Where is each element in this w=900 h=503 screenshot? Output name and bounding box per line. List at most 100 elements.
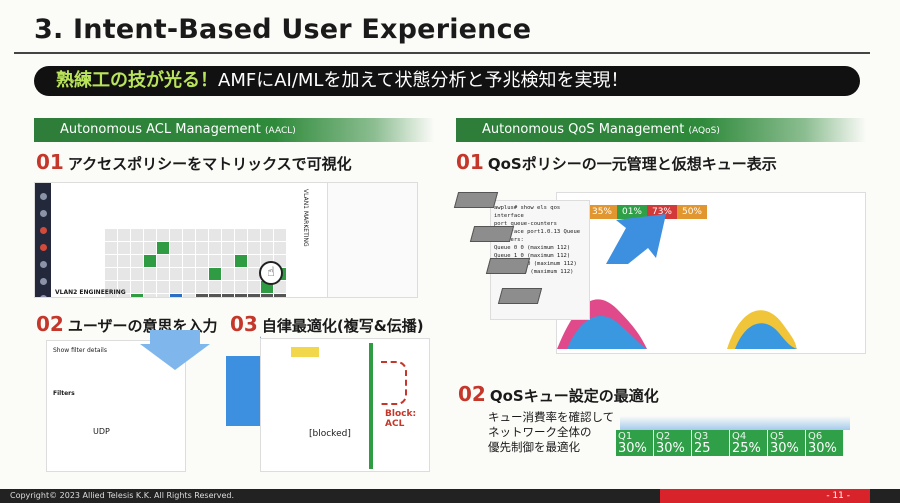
matrix-cell[interactable] [196,268,208,280]
matrix-cell[interactable] [248,242,260,254]
matrix-cell[interactable] [248,268,260,280]
matrix-cell[interactable] [183,281,195,293]
queue-label: Q4 [732,431,747,442]
matrix-cell[interactable] [183,242,195,254]
queue-label: Q6 [808,431,823,442]
matrix-cell[interactable] [105,242,117,254]
matrix-cell[interactable] [235,281,247,293]
matrix-cell[interactable] [196,294,208,297]
matrix-cell[interactable] [222,281,234,293]
matrix-cell[interactable] [209,229,221,241]
matrix-cell[interactable] [157,294,169,297]
matrix-cell[interactable] [131,268,143,280]
matrix-cell[interactable] [235,268,247,280]
matrix-cell[interactable] [170,242,182,254]
queue-label: Q1 [618,431,633,442]
matrix-cell[interactable] [170,294,182,297]
matrix-cell[interactable] [261,229,273,241]
matrix-cell[interactable] [157,242,169,254]
matrix-cell[interactable] [131,281,143,293]
matrix-cell[interactable] [144,255,156,267]
cli-line: port queue-counters [494,221,557,227]
matrix-cell[interactable] [209,294,221,297]
cli-line: awplus# show els qos interface [494,205,561,219]
matrix-cell[interactable] [118,268,130,280]
matrix-cell[interactable] [105,268,117,280]
matrix-cell[interactable] [144,294,156,297]
matrix-cell[interactable] [183,229,195,241]
matrix-cell[interactable] [170,281,182,293]
matrix-cell[interactable] [209,281,221,293]
step-number: 02 [36,312,64,336]
matrix-cell[interactable] [274,229,286,241]
matrix-cell[interactable] [144,242,156,254]
matrix-cell[interactable] [183,268,195,280]
matrix-cell[interactable] [118,242,130,254]
matrix-cell[interactable] [222,229,234,241]
detail-pane [327,183,417,297]
matrix-cell[interactable] [144,268,156,280]
matrix-cell[interactable] [235,294,247,297]
matrix-cell[interactable] [222,268,234,280]
matrix-cell[interactable] [118,229,130,241]
matrix-cell[interactable] [105,294,117,297]
matrix-cell[interactable] [105,255,117,267]
matrix-cell[interactable] [131,294,143,297]
title-rule [14,52,870,54]
matrix-cell[interactable] [157,255,169,267]
matrix-cell[interactable] [183,255,195,267]
matrix-cell[interactable] [157,229,169,241]
traffic-chart [797,233,861,313]
matrix-cell[interactable] [248,255,260,267]
blocked-label: [blocked] [309,429,351,439]
top-queue-cell: 35% [587,205,617,219]
matrix-cell[interactable] [131,242,143,254]
matrix-cell[interactable] [196,281,208,293]
matrix-cell[interactable] [144,281,156,293]
block-label: Block: ACL [385,409,417,429]
matrix-cell[interactable] [196,242,208,254]
matrix-cell[interactable] [248,229,260,241]
matrix-cell[interactable] [248,294,260,297]
cli-line: Queue 4 100 (maximum 112) [494,261,577,267]
matrix-cell[interactable] [274,294,286,297]
matrix-column-label: VLAN1 MARKETING [302,189,309,247]
matrix-cell[interactable] [222,294,234,297]
matrix-cell[interactable] [196,255,208,267]
matrix-cell[interactable] [131,255,143,267]
matrix-cell[interactable] [209,242,221,254]
hand-pointer-icon: ☝ [259,261,283,285]
queue-bar-shadow [620,416,850,430]
matrix-cell[interactable] [183,294,195,297]
aqos-header-small: (AQoS) [688,126,720,136]
matrix-cell[interactable] [131,229,143,241]
matrix-cell[interactable] [157,281,169,293]
matrix-cell[interactable] [118,255,130,267]
matrix-cell[interactable] [105,281,117,293]
matrix-cell[interactable] [222,242,234,254]
matrix-cell[interactable] [157,268,169,280]
matrix-cell[interactable] [105,229,117,241]
matrix-cell[interactable] [118,281,130,293]
matrix-cell[interactable] [209,268,221,280]
matrix-cell[interactable] [248,281,260,293]
matrix-cell[interactable] [235,242,247,254]
footer-red-bar [660,489,870,503]
matrix-cell[interactable] [118,294,130,297]
matrix-cell[interactable] [144,229,156,241]
matrix-cell[interactable] [209,255,221,267]
matrix-cell[interactable] [261,242,273,254]
matrix-cell[interactable] [196,229,208,241]
matrix-cell[interactable] [274,242,286,254]
matrix-cell[interactable] [170,255,182,267]
matrix-cell[interactable] [235,255,247,267]
matrix-cell[interactable] [170,268,182,280]
matrix-cell[interactable] [170,229,182,241]
matrix-cell[interactable] [222,255,234,267]
matrix-cell[interactable] [235,229,247,241]
matrix-cell[interactable] [261,294,273,297]
matrix-cell[interactable] [274,281,286,293]
step-number: 01 [456,150,484,174]
